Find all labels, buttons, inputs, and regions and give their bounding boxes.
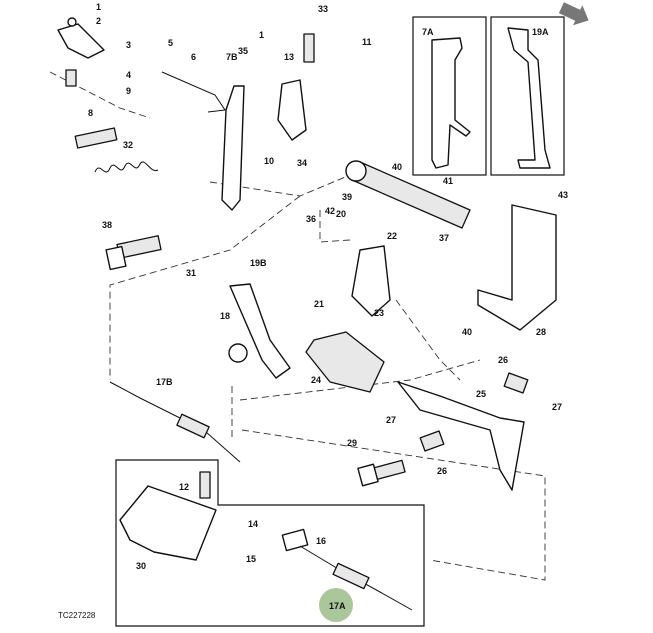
bracket-7a-shape	[431, 37, 471, 169]
bracket-43	[477, 204, 557, 331]
pedal-24	[305, 331, 385, 393]
callout-7B: 7B	[226, 52, 238, 62]
callout-11: 11	[362, 37, 372, 47]
callout-20: 20	[336, 209, 346, 219]
inset-label-19a: 19A	[532, 27, 549, 37]
callout-27: 27	[386, 415, 396, 425]
bracket-19a-shape	[507, 27, 551, 169]
callout-14: 14	[248, 519, 258, 529]
callout-2: 2	[96, 16, 101, 26]
callout-12: 12	[179, 482, 189, 492]
callout-29: 29	[347, 438, 357, 448]
plate-30	[119, 485, 217, 561]
callout-4: 4	[126, 70, 131, 80]
callout-26: 26	[498, 355, 508, 365]
callout-40: 40	[462, 327, 472, 337]
callout-17B: 17B	[156, 377, 173, 387]
callout-35: 35	[238, 46, 248, 56]
highlight-callout-17a[interactable]	[319, 588, 353, 622]
callout-27: 27	[552, 402, 562, 412]
callout-8: 8	[88, 108, 93, 118]
callout-39: 39	[342, 192, 352, 202]
callout-38: 38	[102, 220, 112, 230]
callout-21: 21	[314, 299, 324, 309]
callout-31: 31	[186, 268, 196, 278]
callout-24: 24	[311, 375, 321, 385]
callout-41: 41	[443, 176, 453, 186]
figure-id: TC227228	[58, 611, 96, 620]
callout-33: 33	[318, 4, 328, 14]
callout-1: 1	[259, 30, 264, 40]
callout-28: 28	[536, 327, 546, 337]
callout-3: 3	[126, 40, 131, 50]
link-part-3	[57, 23, 105, 59]
callout-22: 22	[387, 231, 397, 241]
callout-9: 9	[126, 86, 131, 96]
callout-17A: 17A	[329, 601, 346, 611]
callout-30: 30	[136, 561, 146, 571]
callout-19B: 19B	[250, 258, 267, 268]
inset-box-7a	[412, 16, 487, 176]
callout-37: 37	[439, 233, 449, 243]
callout-5: 5	[168, 38, 173, 48]
lever-7b	[221, 85, 245, 211]
cylinder-41	[351, 161, 471, 229]
callout-15: 15	[246, 554, 256, 564]
bracket-19b	[229, 283, 291, 379]
callout-23: 23	[374, 308, 384, 318]
callout-18: 18	[220, 311, 230, 321]
callout-40: 40	[392, 162, 402, 172]
callout-1: 1	[96, 2, 101, 12]
callout-43: 43	[558, 190, 568, 200]
callout-34: 34	[297, 158, 307, 168]
callout-16: 16	[316, 536, 326, 546]
callout-13: 13	[284, 52, 294, 62]
inset-label-7a: 7A	[422, 27, 434, 37]
callout-10: 10	[264, 156, 274, 166]
next-arrow-icon[interactable]	[557, 0, 593, 30]
detail-box-17a	[115, 459, 425, 627]
callout-6: 6	[191, 52, 196, 62]
callout-42: 42	[325, 206, 335, 216]
callout-25: 25	[476, 389, 486, 399]
callout-36: 36	[306, 214, 316, 224]
callout-26: 26	[437, 466, 447, 476]
callout-32: 32	[123, 140, 133, 150]
pedal-arm-25	[397, 381, 525, 491]
inset-box-19a	[490, 16, 565, 176]
